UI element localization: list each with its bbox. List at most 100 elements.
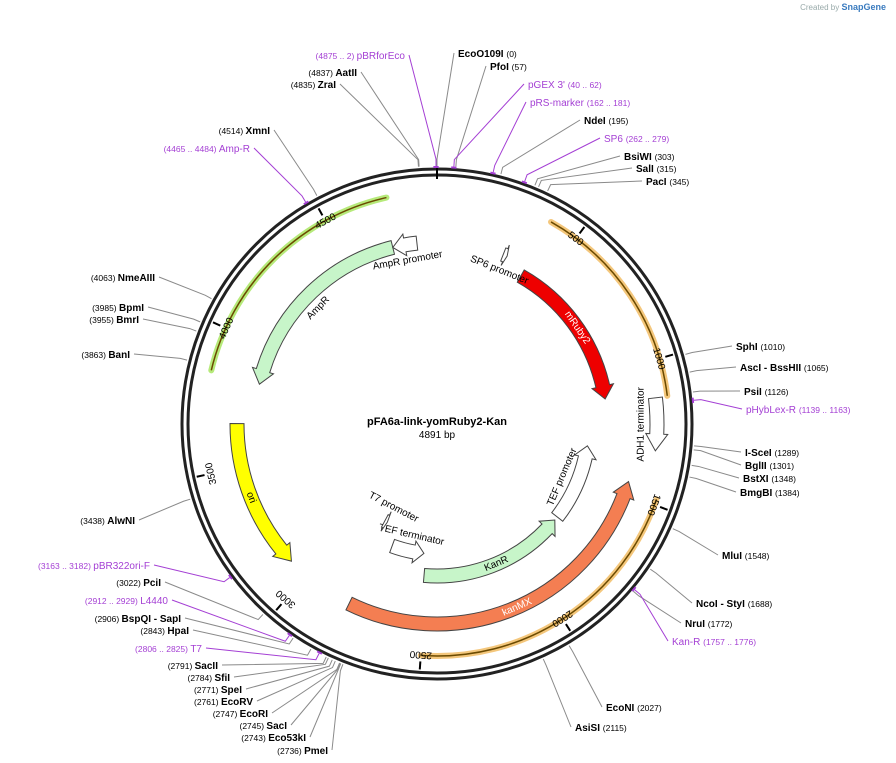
plasmid-name: pFA6a-link-yomRuby2-Kan xyxy=(367,416,507,428)
tick-mark xyxy=(665,353,674,358)
site-label: (4875 .. 2) pBRforEco xyxy=(316,51,406,62)
site-label: BstXI (1348) xyxy=(743,474,796,485)
site-leader xyxy=(164,581,264,621)
site-name: PmeI xyxy=(304,746,328,757)
tick-label: 3000 xyxy=(274,587,298,610)
site-name: I-SceI xyxy=(745,448,774,459)
site-position: (2843) xyxy=(140,626,167,636)
site-leader xyxy=(221,656,327,666)
site-label: SP6 (262 .. 279) xyxy=(604,134,669,145)
site-label: (2745) SacI xyxy=(239,721,287,732)
site-label: (2912 .. 2929) L4440 xyxy=(85,596,169,607)
primer-mark xyxy=(631,586,637,592)
site-leader xyxy=(205,647,320,661)
primer-mark xyxy=(316,650,323,655)
feature-label: ori xyxy=(244,490,258,504)
feature-label: ADH1 terminator xyxy=(636,386,647,461)
site-label: NdeI (195) xyxy=(584,116,628,127)
site-leader xyxy=(634,589,669,642)
site-name: AatII xyxy=(335,68,357,79)
site-leader xyxy=(245,659,333,690)
site-name: XmnI xyxy=(246,126,271,137)
site-label: PacI (345) xyxy=(646,177,689,188)
site-position: (3955) xyxy=(89,315,116,325)
feature-label: T7 promoter xyxy=(367,490,421,525)
site-label: (3438) AlwNI xyxy=(80,516,135,527)
site-name: BstXI xyxy=(743,474,771,485)
site-label: (3863) BanI xyxy=(81,350,130,361)
site-leader xyxy=(500,119,581,175)
site-label: PsiI (1126) xyxy=(744,387,789,398)
site-name: BsiWI xyxy=(624,152,655,163)
site-label: (4837) AatII xyxy=(308,68,357,79)
site-name: NruI xyxy=(685,619,708,630)
site-leader xyxy=(192,629,312,656)
feature-ampr-promoter xyxy=(392,232,419,257)
site-name: EcoRI xyxy=(240,709,269,720)
site-leader xyxy=(534,155,621,186)
site-leader xyxy=(147,306,201,323)
site-leader xyxy=(542,658,572,728)
feature-kanr xyxy=(422,519,556,584)
site-name: NcoI - StyI xyxy=(696,599,748,610)
tick-label: 3500 xyxy=(204,461,220,486)
site-position: (3438) xyxy=(80,516,107,526)
site-name: pHybLex-R xyxy=(746,405,799,416)
site-name: EcoRV xyxy=(221,697,253,708)
feature-kanmx xyxy=(345,480,635,632)
tick-label: 2500 xyxy=(409,648,432,661)
site-label: (2806 .. 2825) T7 xyxy=(135,644,202,655)
site-position: (315) xyxy=(657,164,677,174)
site-name: BmgBI xyxy=(740,488,775,499)
site-leader xyxy=(649,568,693,604)
site-label: (3985) BpmI xyxy=(92,303,144,314)
site-leader xyxy=(331,664,344,751)
site-label: EcoO109I (0) xyxy=(458,49,517,60)
site-leader xyxy=(158,276,212,300)
site-label: (3163 .. 3182) pBR322ori-F xyxy=(38,561,150,572)
site-name: PacI xyxy=(646,177,669,188)
feature-adh1-terminator xyxy=(644,396,669,452)
feature-label: SP6 promoter xyxy=(468,254,530,288)
site-name: NmeAIII xyxy=(118,273,155,284)
site-name: T7 xyxy=(190,644,202,655)
feature-tef-promoter xyxy=(551,445,598,522)
site-name: SphI xyxy=(736,342,760,353)
site-leader xyxy=(685,345,733,355)
site-name: EcoNI xyxy=(606,703,637,714)
site-name: SalI xyxy=(636,164,657,175)
tick-label: 1500 xyxy=(644,492,662,517)
site-label: SalI (315) xyxy=(636,164,677,175)
site-name: PfoI xyxy=(490,62,512,73)
site-leader xyxy=(256,660,336,702)
site-name: pBRforEco xyxy=(357,51,406,62)
site-position: (1301) xyxy=(769,461,794,471)
site-name: AscI - BssHII xyxy=(740,363,804,374)
site-leader xyxy=(524,137,601,182)
site-name: SacII xyxy=(195,661,219,672)
site-name: Amp-R xyxy=(219,144,250,155)
site-position: (195) xyxy=(608,116,628,126)
site-label: (4514) XmnI xyxy=(219,126,271,137)
tick-mark xyxy=(212,321,221,327)
site-leader xyxy=(547,180,643,192)
site-position: (4465 .. 4484) xyxy=(164,144,219,154)
site-leader xyxy=(142,318,197,332)
site-position: (1548) xyxy=(745,551,770,561)
site-label: (4465 .. 4484) Amp-R xyxy=(164,144,250,155)
site-position: (4837) xyxy=(308,68,335,78)
site-position: (2743) xyxy=(241,733,268,743)
credit-prefix: Created by xyxy=(800,3,840,12)
site-leader xyxy=(455,65,487,167)
site-position: (262 .. 279) xyxy=(626,134,670,144)
site-name: Kan-R xyxy=(672,637,703,648)
site-position: (3022) xyxy=(116,578,143,588)
site-position: (40 .. 62) xyxy=(568,80,602,90)
primer-mark xyxy=(303,200,309,206)
site-label: (2743) Eco53kI xyxy=(241,733,306,744)
site-label: pGEX 3' (40 .. 62) xyxy=(528,80,602,91)
site-position: (2912 .. 2929) xyxy=(85,596,140,606)
site-position: (2791) xyxy=(168,661,195,671)
site-label: (3022) PciI xyxy=(116,578,161,589)
